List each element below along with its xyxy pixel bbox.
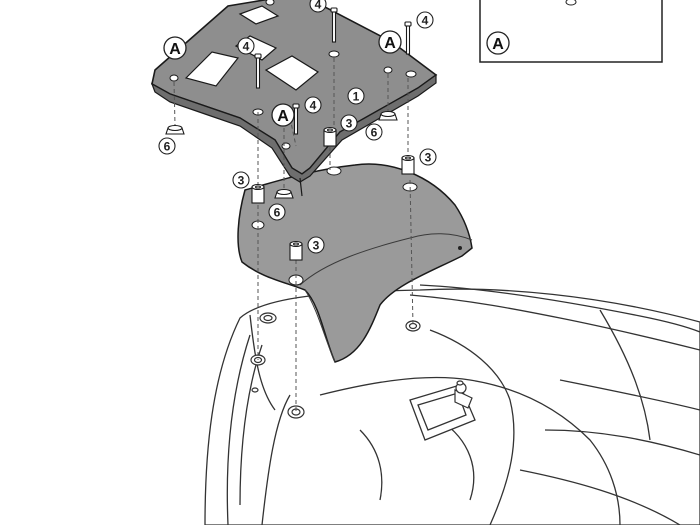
inset-label-a: A bbox=[486, 31, 510, 55]
latch-hook bbox=[454, 382, 473, 409]
svg-text:4: 4 bbox=[243, 40, 250, 54]
callout-1: 1 bbox=[347, 87, 365, 105]
callout-4: 4 bbox=[237, 37, 255, 55]
svg-text:4: 4 bbox=[315, 0, 322, 12]
bolt bbox=[330, 7, 338, 43]
svg-text:A: A bbox=[492, 36, 504, 53]
callout-a: A bbox=[163, 36, 187, 60]
callout-6: 6 bbox=[268, 203, 286, 221]
svg-text:6: 6 bbox=[274, 206, 281, 220]
spacer bbox=[289, 240, 303, 261]
nut bbox=[378, 110, 398, 121]
nuts bbox=[165, 110, 398, 199]
svg-text:1: 1 bbox=[353, 90, 360, 104]
bolt bbox=[404, 21, 412, 55]
callout-a: A bbox=[378, 30, 402, 54]
svg-text:4: 4 bbox=[422, 14, 429, 28]
svg-text:A: A bbox=[169, 41, 181, 58]
svg-text:6: 6 bbox=[371, 126, 378, 140]
svg-text:6: 6 bbox=[164, 140, 171, 154]
callout-3: 3 bbox=[340, 114, 358, 132]
bolt bbox=[254, 53, 262, 89]
base-plate bbox=[237, 163, 473, 363]
callout-a: A bbox=[271, 103, 295, 127]
callout-6: 6 bbox=[365, 123, 383, 141]
bolts bbox=[254, 7, 412, 135]
svg-text:4: 4 bbox=[310, 99, 317, 113]
bolt bbox=[292, 103, 300, 135]
callout-4: 4 bbox=[416, 11, 434, 29]
inset-detail-box: A bbox=[479, 0, 663, 63]
rack-plate bbox=[150, 0, 438, 197]
nut bbox=[165, 124, 185, 135]
svg-text:3: 3 bbox=[346, 117, 353, 131]
svg-text:3: 3 bbox=[313, 239, 320, 253]
spacer bbox=[323, 126, 337, 147]
callout-4: 4 bbox=[309, 0, 327, 13]
svg-text:3: 3 bbox=[425, 151, 432, 165]
callout-3: 3 bbox=[419, 148, 437, 166]
callout-6: 6 bbox=[158, 137, 176, 155]
svg-text:3: 3 bbox=[238, 174, 245, 188]
spacers bbox=[251, 126, 415, 261]
nut bbox=[274, 188, 294, 199]
callout-4: 4 bbox=[304, 96, 322, 114]
callout-3: 3 bbox=[307, 236, 325, 254]
assembly-guide-lines bbox=[173, 58, 414, 412]
callout-labels: A A A 4 4 4 4 1 bbox=[158, 0, 437, 254]
scooter-rear-body bbox=[204, 284, 700, 525]
spacer bbox=[251, 183, 265, 204]
scooter-mounting-holes bbox=[250, 312, 464, 419]
svg-text:A: A bbox=[384, 35, 396, 52]
callout-3: 3 bbox=[232, 171, 250, 189]
spacer bbox=[401, 154, 415, 175]
svg-text:A: A bbox=[277, 108, 289, 125]
